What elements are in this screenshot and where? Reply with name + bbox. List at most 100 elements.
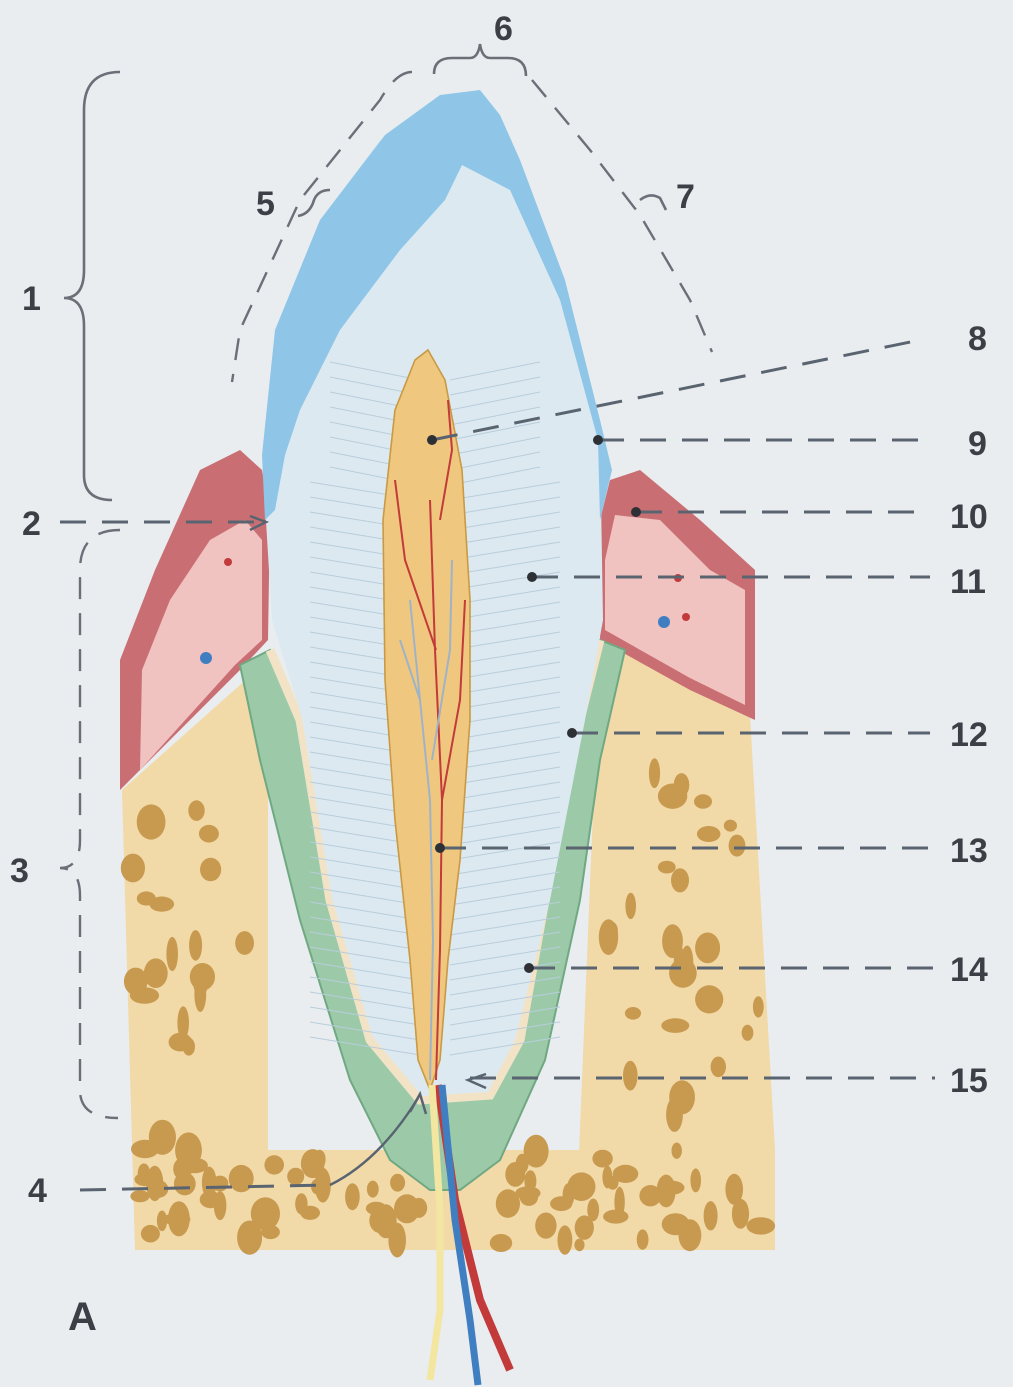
trabecula-spot	[235, 931, 254, 955]
label-5: 5	[256, 185, 275, 223]
trabecula-spot	[131, 1140, 159, 1158]
trabecula-spot	[725, 1174, 743, 1205]
bracket-1	[64, 72, 120, 500]
trabecula-spot	[301, 1149, 325, 1178]
label-7: 7	[676, 178, 695, 216]
trabecula-spot	[658, 784, 687, 809]
brace-5-curl	[298, 190, 330, 216]
trabecula-spot	[637, 1229, 649, 1249]
trabecula-spot	[599, 919, 618, 955]
trabecula-spot	[411, 1198, 428, 1218]
trabecula-spot	[189, 930, 202, 961]
label-10: 10	[950, 498, 988, 536]
trabecula-spot	[742, 1025, 754, 1041]
gingiva-vessel-dot	[200, 652, 212, 664]
trabecula-spot	[724, 820, 737, 832]
trabecula-spot	[563, 1183, 575, 1207]
pointer-dot-11	[527, 572, 537, 582]
pointer-dot-13	[435, 843, 445, 853]
trabecula-spot	[287, 1168, 304, 1186]
trabecula-spot	[200, 858, 221, 882]
label-4: 4	[28, 1172, 47, 1210]
trabecula-spot	[144, 810, 156, 823]
pointer-dot-14	[524, 963, 534, 973]
trabecula-spot	[613, 1165, 639, 1183]
label-13: 13	[950, 832, 988, 870]
trabecula-spot	[144, 958, 168, 988]
brace-7-curl	[640, 195, 666, 210]
trabecula-spot	[229, 1165, 254, 1192]
trabecula-spot	[524, 1135, 549, 1168]
label-15: 15	[950, 1062, 988, 1100]
trabecula-spot	[194, 976, 206, 1012]
trabecula-spot	[345, 1183, 360, 1210]
trabecula-spot	[121, 854, 145, 883]
trabecula-spot	[390, 1174, 405, 1192]
pointer-dot-9	[593, 435, 603, 445]
trabecula-spot	[649, 758, 660, 788]
bracket-6	[434, 44, 526, 76]
trabecula-spot	[695, 985, 723, 1013]
trabecula-spot	[592, 1150, 612, 1168]
trabecula-spot	[300, 1206, 320, 1220]
trabecula-spot	[661, 1018, 689, 1033]
trabecula-spot	[141, 1225, 160, 1243]
trabecula-spot	[367, 1181, 379, 1198]
trabecula-spot	[375, 1204, 396, 1238]
trabecula-spot	[166, 937, 178, 971]
trabecula-spot	[690, 1168, 701, 1192]
pointer-dot-8	[427, 435, 437, 445]
trabecula-spot	[130, 1190, 149, 1202]
label-11: 11	[950, 563, 986, 601]
trabecula-spot	[200, 1191, 221, 1208]
bracket-3	[60, 530, 120, 1118]
label-6: 6	[494, 10, 513, 48]
trabecula-spot	[603, 1210, 628, 1224]
gingiva-vessel-dot	[224, 558, 232, 566]
trabecula-spot	[669, 1080, 695, 1114]
trabecula-spot	[672, 1143, 682, 1159]
label-14: 14	[950, 951, 988, 989]
label-9: 9	[968, 425, 987, 463]
trabecula-spot	[199, 825, 219, 843]
trabecula-spot	[729, 835, 746, 857]
trabecula-spot	[658, 861, 676, 874]
label-3: 3	[10, 852, 29, 890]
trabecula-spot	[753, 996, 764, 1017]
trabecula-spot	[658, 1181, 685, 1195]
trabecula-spot	[251, 1197, 280, 1230]
trabecula-spot	[602, 1166, 612, 1189]
trabecula-spot	[188, 800, 204, 821]
trabecula-spot	[679, 1219, 702, 1251]
trabecula-spot	[535, 1213, 556, 1239]
trabecula-spot	[623, 1061, 638, 1091]
trabecula-spot	[704, 1201, 718, 1230]
gingiva-vessel-dot	[658, 616, 670, 628]
label-8: 8	[968, 320, 987, 358]
trabecula-spot	[149, 897, 174, 912]
trabecula-spot	[671, 868, 689, 892]
trabecula-spot	[264, 1155, 284, 1174]
trabecula-spot	[747, 1217, 776, 1234]
trabecula-spot	[625, 1007, 641, 1020]
gingiva-vessel-dot	[682, 613, 690, 621]
trabecula-spot	[490, 1234, 512, 1252]
trabecula-spot	[662, 924, 683, 958]
trabecula-spot	[175, 1132, 202, 1168]
label-1: 1	[22, 280, 41, 318]
trabecula-spot	[169, 1033, 192, 1052]
panel-letter: A	[68, 1295, 97, 1339]
trabecula-spot	[625, 893, 636, 919]
pointer-dot-12	[567, 728, 577, 738]
pointer-dot-10	[631, 507, 641, 517]
trabecula-spot	[174, 1172, 196, 1195]
trabecula-spot	[587, 1199, 599, 1222]
trabecula-spot	[138, 1163, 150, 1183]
trabecula-spot	[669, 958, 697, 987]
trabecula-spot	[697, 826, 721, 842]
trabecula-spot	[574, 1239, 584, 1252]
trabecula-spot	[515, 1186, 540, 1200]
trabecula-spot	[212, 1176, 228, 1192]
trabecula-spot	[168, 1201, 190, 1236]
